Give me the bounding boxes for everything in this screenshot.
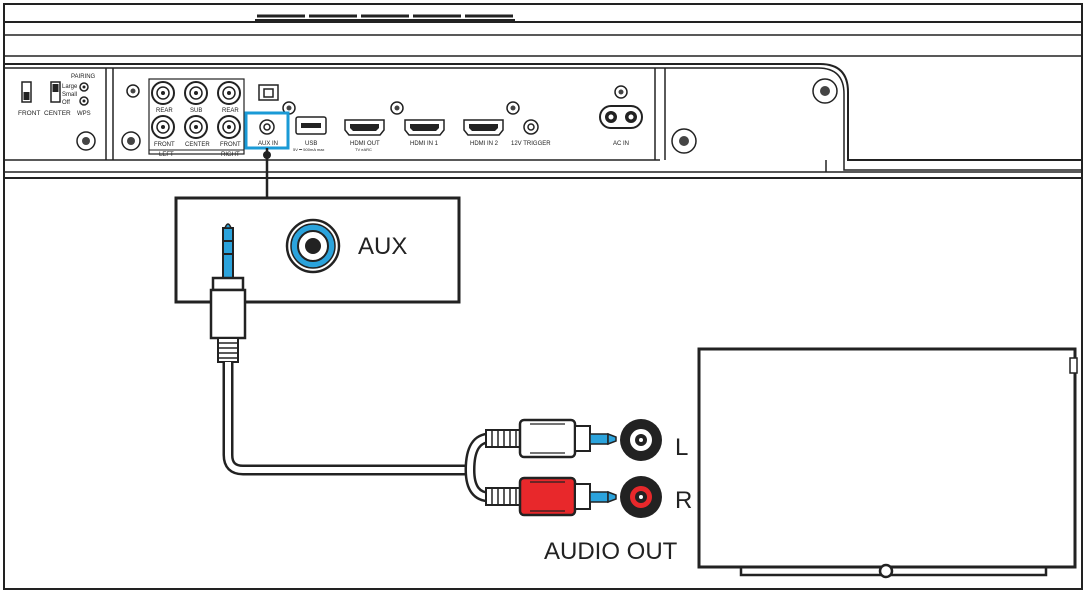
optical-port[interactable] — [258, 84, 279, 101]
front-left-label: FRONT — [154, 142, 175, 148]
aux-jack-icon — [285, 218, 341, 274]
usb-port[interactable]: USB 5V ⎓ 500mA max — [293, 116, 327, 152]
rca-jack-rear-left[interactable] — [151, 81, 175, 105]
usb-sub-label: 5V ⎓ 500mA max — [293, 147, 324, 152]
tv-audio-out-left-jack[interactable] — [620, 419, 662, 461]
callout-leader-dot — [263, 151, 271, 159]
rca-plug-red — [485, 476, 617, 517]
center-switch-label: CENTER — [44, 110, 71, 117]
audio-cable — [222, 362, 500, 503]
ac-in-label: AC IN — [613, 141, 629, 147]
speaker-mode-switches: FRONT CENTER PAIRING Large Small Off WPS — [18, 74, 96, 151]
hdmi-out-sub-label: TV eARC — [355, 147, 372, 152]
size-off-label: Off — [62, 100, 70, 106]
hdmi-in-2-port[interactable]: HDMI IN 2 — [463, 119, 504, 147]
tv-icon — [697, 347, 1078, 579]
rear-right-label: REAR — [222, 108, 239, 114]
aux-callout-label: AUX — [358, 233, 407, 260]
rca-jack-center[interactable] — [184, 115, 208, 139]
mini-jack-plug — [209, 223, 247, 363]
hdmi-in-1-label: HDMI IN 1 — [410, 141, 439, 147]
receiver-body — [5, 14, 1081, 179]
group-left-label: LEFT — [159, 152, 174, 158]
rca-plug-white — [485, 418, 617, 459]
hdmi-out-label: HDMI OUT — [350, 141, 380, 147]
tv-left-label: L — [675, 434, 688, 461]
speaker-output-jacks: REAR SUB REAR FRONT CENTER FRONT LEFT RI… — [148, 78, 245, 158]
pairing-label: PAIRING — [71, 74, 96, 80]
audio-out-label: AUDIO OUT — [544, 538, 678, 565]
size-large-label: Large — [62, 84, 78, 90]
aux-in-label: AUX IN — [258, 141, 278, 147]
front-right-label: FRONT — [220, 142, 241, 148]
center-label: CENTER — [185, 142, 210, 148]
rca-jack-front-right[interactable] — [217, 115, 241, 139]
size-small-label: Small — [62, 92, 77, 98]
front-switch-label: FRONT — [18, 110, 40, 117]
rear-left-label: REAR — [156, 108, 173, 114]
trigger-label: 12V TRIGGER — [511, 141, 551, 147]
rca-jack-front-left[interactable] — [151, 115, 175, 139]
hdmi-in-1-port[interactable]: HDMI IN 1 — [404, 119, 445, 147]
aux-in-port[interactable]: AUX IN — [244, 111, 290, 150]
hdmi-out-port[interactable]: HDMI OUT TV eARC — [344, 119, 385, 152]
rca-jack-sub[interactable] — [184, 81, 208, 105]
trigger-port[interactable]: 12V TRIGGER — [511, 119, 551, 147]
usb-label: USB — [305, 141, 317, 147]
wps-label: WPS — [77, 111, 91, 117]
diagram-frame — [3, 3, 1083, 590]
rca-jack-rear-right[interactable] — [217, 81, 241, 105]
ac-in-port[interactable]: AC IN — [599, 85, 643, 147]
screws — [121, 78, 838, 154]
group-right-label: RIGHT — [221, 152, 240, 158]
sub-label: SUB — [190, 108, 202, 114]
tv-audio-out-right-jack[interactable] — [620, 476, 662, 518]
tv-right-label: R — [675, 487, 692, 514]
hdmi-in-2-label: HDMI IN 2 — [470, 141, 499, 147]
